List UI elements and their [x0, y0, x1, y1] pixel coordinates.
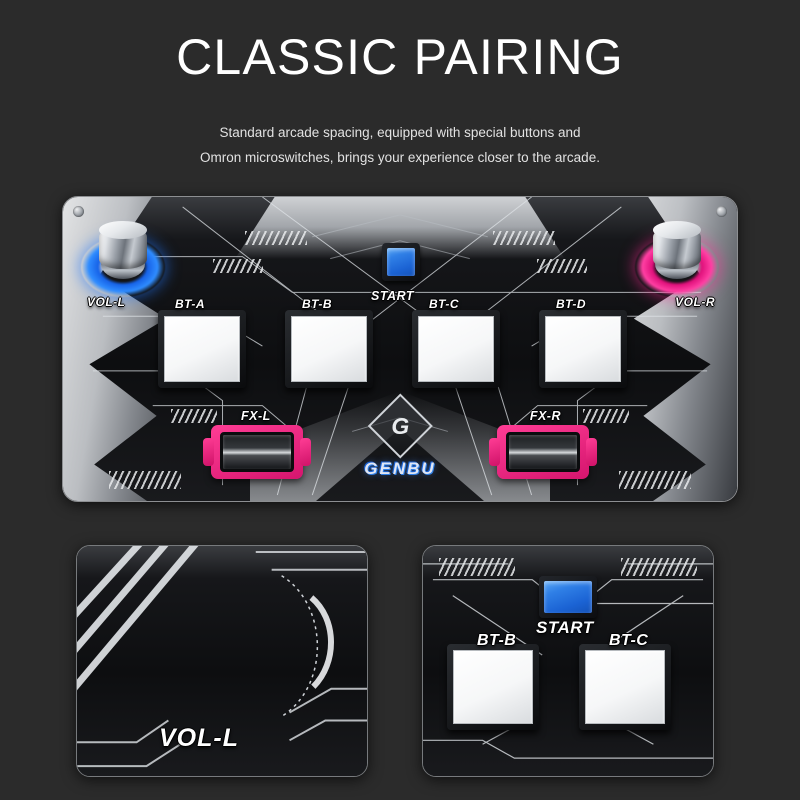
detail-panel-buttons: START BT-B BT-C — [422, 545, 714, 777]
bt-b-label: BT-B — [302, 297, 332, 311]
arcade-controller-faceplate: VOL-L VOL-R START BT-A BT-B BT-C BT-D FX… — [62, 196, 738, 502]
detail-start-button-cap — [544, 581, 592, 613]
vol-l-label: VOL-L — [87, 295, 126, 309]
detail-bt-c-keycap — [585, 650, 665, 724]
hatch-stripes-lower-right — [583, 409, 629, 423]
bt-d-keycap — [545, 316, 621, 382]
brand-mark: G GENBU — [364, 393, 436, 479]
bt-a-button[interactable] — [158, 310, 246, 388]
detail-bt-b-label: BT-B — [477, 632, 517, 649]
hatch-stripes-right-2 — [537, 259, 587, 273]
vol-l-knob-top — [99, 221, 147, 239]
genbu-emblem-letter: G — [391, 412, 409, 439]
fx-l-button[interactable] — [211, 425, 303, 479]
bt-b-keycap — [291, 316, 367, 382]
vol-r-label: VOL-R — [675, 295, 715, 309]
hatch-stripes-right — [493, 231, 555, 245]
fx-l-label: FX-L — [241, 409, 271, 423]
vol-r-knob-top — [653, 221, 701, 239]
bt-b-button[interactable] — [285, 310, 373, 388]
detail-hatch-right — [621, 558, 697, 576]
page-subtitle: Standard arcade spacing, equipped with s… — [0, 120, 800, 170]
bt-c-keycap — [418, 316, 494, 382]
hatch-stripes-bottom-right — [619, 471, 691, 489]
page-title: CLASSIC PAIRING — [176, 29, 624, 85]
fx-l-keycap — [220, 432, 294, 472]
detail-bt-c-label: BT-C — [609, 632, 649, 649]
genbu-wordmark: GENBU — [364, 459, 436, 478]
bt-a-keycap — [164, 316, 240, 382]
subtitle-line-2: Omron microswitches, brings your experie… — [200, 150, 600, 165]
screw-top-left — [73, 206, 84, 217]
detail-bt-c-button[interactable] — [579, 644, 671, 730]
bt-a-label: BT-A — [175, 297, 205, 311]
detail-bt-b-button[interactable] — [447, 644, 539, 730]
detail-knob-caption: VOL-L — [159, 724, 239, 752]
detail-bt-b-keycap — [453, 650, 533, 724]
genbu-emblem-icon: G — [367, 393, 433, 459]
hatch-stripes-left — [245, 231, 307, 245]
fx-r-label: FX-R — [529, 409, 561, 423]
screw-top-right — [716, 206, 727, 217]
detail-start-button[interactable] — [539, 576, 597, 618]
start-button-cap — [387, 248, 415, 276]
bt-c-button[interactable] — [412, 310, 500, 388]
fx-r-button[interactable] — [497, 425, 589, 479]
vol-r-knob[interactable] — [635, 221, 719, 309]
bt-d-label: BT-D — [556, 297, 586, 311]
detail-hatch-left — [439, 558, 515, 576]
hatch-stripes-left-2 — [213, 259, 263, 273]
subtitle-line-1: Standard arcade spacing, equipped with s… — [219, 125, 581, 140]
fx-r-keycap — [506, 432, 580, 472]
hatch-stripes-lower-left — [171, 409, 217, 423]
start-label: START — [371, 289, 415, 303]
hatch-stripes-bottom-left — [109, 471, 181, 489]
vol-l-knob[interactable] — [81, 221, 165, 309]
detail-panel-knob: VOL-L — [76, 545, 368, 777]
bt-d-button[interactable] — [539, 310, 627, 388]
bt-c-label: BT-C — [429, 297, 459, 311]
start-button[interactable] — [382, 243, 420, 281]
detail-start-label: START — [536, 618, 594, 637]
